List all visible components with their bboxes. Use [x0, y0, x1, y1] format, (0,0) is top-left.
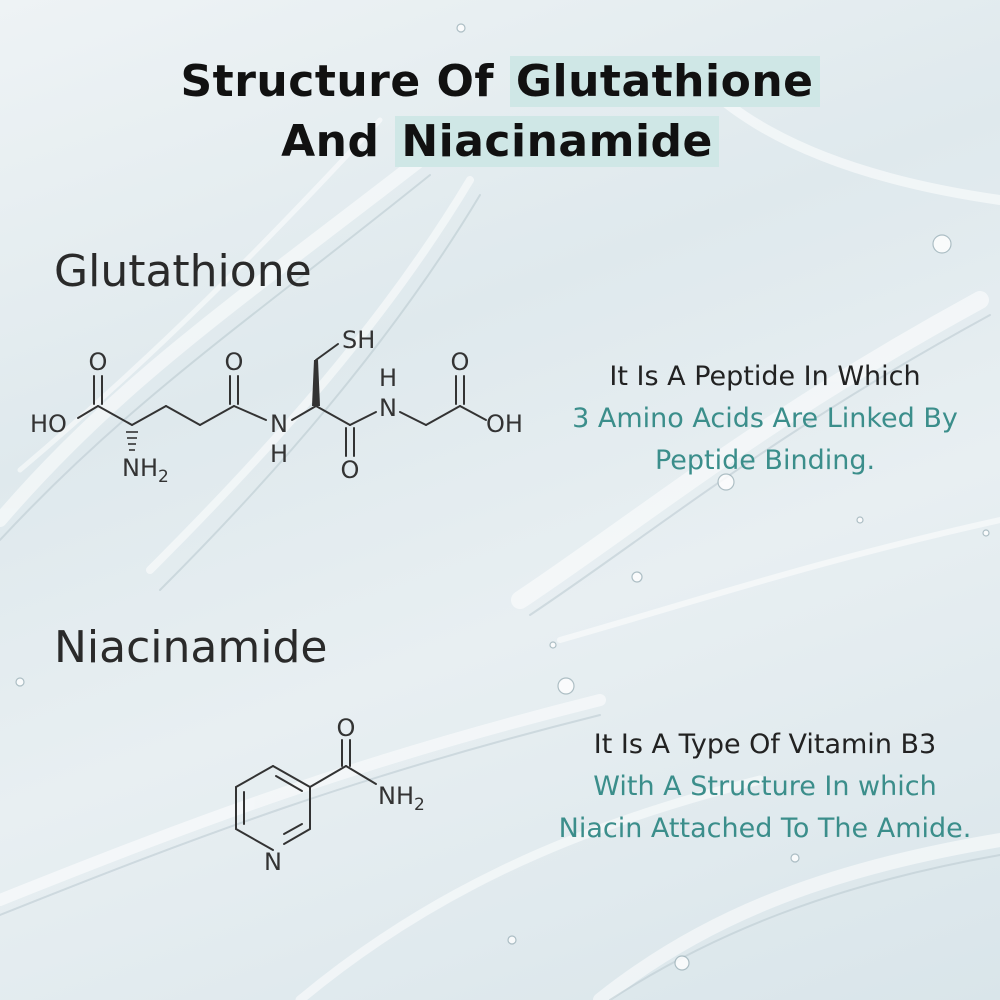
niacinamide-desc-line-1: It Is A Type Of Vitamin B3 [593, 729, 937, 760]
glu-atom-nh2: NH2 [122, 454, 169, 487]
glu-atom-sh: SH [342, 326, 375, 354]
niacinamide-desc-line-2: With A Structure In which [593, 771, 937, 802]
glutathione-desc-line-3: Peptide Binding. [654, 445, 876, 476]
glutathione-description: It Is A Peptide In Which 3 Amino Acids A… [540, 356, 990, 482]
glu-atom-o2: O [225, 348, 244, 376]
niacinamide-label: Niacinamide [54, 622, 328, 673]
glu-atom-o3: O [341, 456, 360, 484]
title-prefix-1: Structure Of [180, 56, 510, 107]
niacinamide-description: It Is A Type Of Vitamin B3 With A Struct… [520, 724, 1000, 850]
page-title-line-1: Structure Of Glutathione [0, 52, 1000, 112]
title-highlight-niacinamide: Niacinamide [395, 116, 719, 167]
glu-atom-n1: N [270, 410, 288, 438]
glutathione-structure-diagram: O HO NH2 O N H SH H N O O OH [30, 326, 523, 487]
glu-atom-ho: HO [30, 410, 67, 438]
page-title-line-2: And Niacinamide [0, 112, 1000, 172]
nia-atom-nh2: NH2 [378, 782, 425, 815]
glu-atom-h2: H [379, 364, 397, 392]
niacinamide-structure-diagram: O NH2 N [235, 714, 425, 876]
glu-atom-o1: O [89, 348, 108, 376]
nia-atom-o: O [337, 714, 356, 742]
glu-atom-oh: OH [486, 410, 523, 438]
glutathione-label: Glutathione [54, 246, 312, 297]
glu-atom-o4: O [451, 348, 470, 376]
glutathione-desc-line-2: 3 Amino Acids Are Linked By [572, 403, 958, 434]
title-highlight-glutathione: Glutathione [509, 56, 820, 107]
glu-atom-h1: H [270, 440, 288, 468]
glu-atom-n2: N [379, 394, 397, 422]
glutathione-desc-line-1: It Is A Peptide In Which [609, 361, 921, 392]
title-prefix-2: And [281, 116, 396, 167]
nia-atom-n: N [264, 848, 282, 876]
niacinamide-desc-line-3: Niacin Attached To The Amide. [558, 813, 972, 844]
